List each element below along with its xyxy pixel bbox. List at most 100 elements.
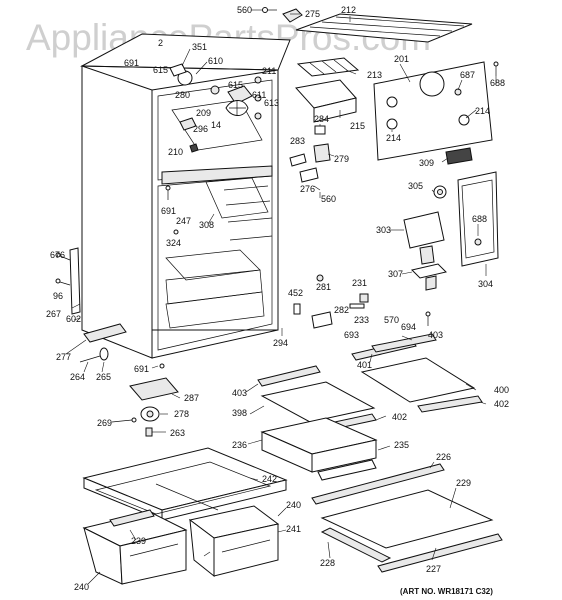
callout-210: 210 [168,147,183,157]
callout-613: 613 [264,98,279,108]
part-264-pin [79,355,101,363]
cabinet-shell [80,33,291,359]
part-304-control-housing [457,171,499,267]
callout-294: 294 [273,338,288,348]
part-276-bracket [299,167,319,183]
part-282-hinge-bracket [311,311,333,329]
callout-263: 263 [170,428,185,438]
part-235-meat-pan [317,459,377,481]
callout-403: 403 [232,388,247,398]
part-324-screw [173,229,179,235]
part-278-roller [140,406,160,422]
part-228-shelf-frame [320,527,392,563]
part-277-bottom-hinge [83,323,127,343]
callout-239: 239 [131,536,146,546]
part-403-shelf-trim-left [257,365,321,387]
part-398-glass-shelf-left [260,381,376,423]
callout-201: 201 [394,54,409,64]
callout-688b: 688 [472,214,487,224]
callout-296: 296 [193,124,208,134]
callout-691c: 691 [134,364,149,374]
callout-241: 241 [286,524,301,534]
callout-14: 14 [211,120,221,130]
callout-303: 303 [376,225,391,235]
callout-308: 308 [199,220,214,230]
callout-351: 351 [192,42,207,52]
callout-287: 287 [184,393,199,403]
art-number: (ART NO. WR18171 C32) [400,587,493,596]
callout-307: 307 [388,269,403,279]
part-240-crisper-drawer-left [82,511,188,585]
callout-215: 215 [350,121,365,131]
callout-265: 265 [96,372,111,382]
part-241-crisper-drawer-right [188,505,280,578]
callout-691: 691 [124,58,139,68]
callout-269: 269 [97,418,112,428]
callout-615: 615 [153,65,168,75]
part-215-ice-bin [295,79,357,123]
callout-687: 687 [460,70,475,80]
part-213-ice-tray [296,57,360,77]
part-233-shim [349,303,365,309]
part-212-top-shelf-rack [295,13,473,43]
part-231-clip [359,293,369,303]
part-307-light-socket [411,263,447,291]
callout-403b: 403 [428,330,443,340]
callout-247: 247 [176,216,191,226]
callout-236: 236 [232,440,247,450]
callout-213: 213 [367,70,382,80]
part-691-screw-freezer [165,185,171,200]
callout-278: 278 [174,409,189,419]
part-402-shelf-trim-right [417,395,483,413]
callout-398: 398 [232,408,247,418]
part-691-screw-bottom [159,363,165,369]
callout-214: 214 [475,106,490,116]
part-688-screw [493,61,499,76]
part-226-trim [311,463,445,505]
callout-2: 2 [158,38,163,48]
callout-676: 676 [50,250,65,260]
leader-lines [65,9,497,585]
part-309-label [445,147,473,165]
part-279-damper [313,143,331,163]
part-96-screw [55,278,71,286]
callout-602: 602 [66,314,81,324]
part-303-thermostat [403,211,445,265]
callout-209: 209 [196,108,211,118]
part-283-bracket [289,153,307,167]
callout-231: 231 [352,278,367,288]
callout-402: 402 [392,412,407,422]
part-694-screw [425,311,431,326]
part-260-screw [262,7,277,13]
callout-280: 280 [175,90,190,100]
callout-242: 242 [262,474,277,484]
callout-240: 240 [286,500,301,510]
callout-279: 279 [334,154,349,164]
callout-401: 401 [357,360,372,370]
callout-281: 281 [316,282,331,292]
callout-611: 611 [252,90,266,100]
freezer-components [169,63,262,153]
part-287-hinge [129,377,179,401]
part-239-drawer-frame [109,509,155,527]
callout-402b: 402 [494,399,509,409]
callout-227: 227 [426,564,441,574]
part-403-shelf-trim-right [371,333,437,353]
callout-560: 560 [237,5,252,15]
callout-570: 570 [384,315,399,325]
part-227-trim [377,533,503,573]
part-400-glass-shelf-right [360,357,476,403]
callout-305: 305 [408,181,423,191]
part-269-screw [111,417,137,423]
callout-283: 283 [290,136,305,146]
callout-labels: 560 275 212 2 351 691 615 610 201 687 68… [46,5,509,592]
callout-284: 284 [314,114,329,124]
callout-233: 233 [354,315,369,325]
part-676-screw [55,252,71,261]
part-263-leveling-leg [145,427,153,437]
callout-240b: 240 [74,582,89,592]
part-281-screw [316,274,324,282]
callout-264: 264 [70,372,85,382]
part-236-meat-pan-cover [260,417,378,473]
